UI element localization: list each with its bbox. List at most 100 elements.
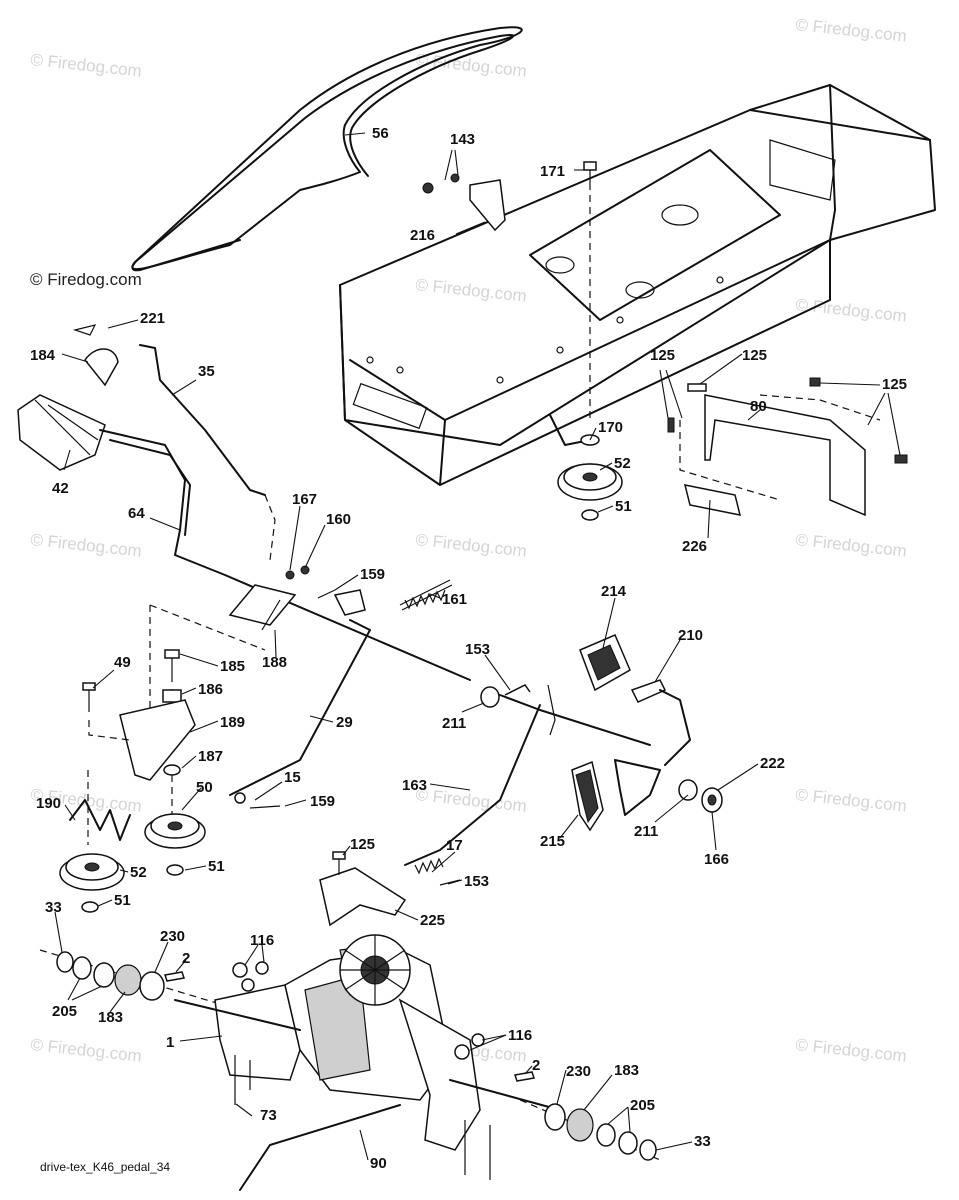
watermark-text: © Firedog.com xyxy=(795,295,908,326)
callout-label: 230 xyxy=(160,928,185,945)
callout-label: 160 xyxy=(326,511,351,528)
callout-label: 116 xyxy=(250,932,274,949)
rod-163 xyxy=(404,704,541,866)
watermark-text: © Firedog.com xyxy=(795,15,908,46)
watermark-layer: © Firedog.com © Firedog.com © Firedog.com ©… xyxy=(30,15,908,1066)
callout-label: 211 xyxy=(442,715,466,732)
watermark-text: © Firedog.com xyxy=(415,275,528,306)
callout-label: 33 xyxy=(694,1133,711,1150)
callout-label: 52 xyxy=(130,864,147,881)
callout-label: 116 xyxy=(508,1027,532,1044)
callout-label: 205 xyxy=(52,1003,77,1020)
callout-label: 166 xyxy=(704,851,729,868)
watermark-text: © Firedog.com xyxy=(415,785,528,816)
pedal-arm-210 xyxy=(614,679,691,816)
callout-label: 51 xyxy=(615,498,632,515)
tractor-frame xyxy=(339,84,936,486)
callout-label: 52 xyxy=(614,455,631,472)
callout-label: 190 xyxy=(36,795,61,812)
callout-label: 50 xyxy=(196,779,213,796)
callout-label: 183 xyxy=(614,1062,639,1079)
watermark-text: © Firedog.com xyxy=(30,1035,143,1066)
callout-label: 225 xyxy=(420,912,445,929)
callout-label: 153 xyxy=(465,641,490,658)
bracket-80 xyxy=(667,377,908,517)
watermark-text: © Firedog.com xyxy=(795,530,908,561)
callout-label: 221 xyxy=(140,310,165,327)
callout-label: 73 xyxy=(260,1107,277,1124)
callout-label: 226 xyxy=(682,538,707,555)
callout-label: 143 xyxy=(450,131,475,148)
idler-pulley-lower xyxy=(59,799,131,913)
cross-shaft xyxy=(480,684,651,746)
callout-label: 125 xyxy=(350,836,375,853)
callout-label: 51 xyxy=(208,858,225,875)
callout-label: 159 xyxy=(310,793,335,810)
callout-label: 1 xyxy=(166,1034,174,1051)
callout-label: 183 xyxy=(98,1009,123,1026)
bolt-171 xyxy=(583,161,597,420)
pedal-pad-215 xyxy=(571,760,604,832)
watermark-text: © Firedog.com xyxy=(415,530,528,561)
callout-label: 153 xyxy=(464,873,489,890)
callout-label: 125 xyxy=(882,376,907,393)
callout-label: 17 xyxy=(446,837,463,854)
callout-label: 215 xyxy=(540,833,565,850)
callout-label: 188 xyxy=(262,654,287,671)
watermark-text: © Firedog.com xyxy=(30,50,143,81)
drive-belt xyxy=(131,26,523,272)
left-axle-parts xyxy=(39,949,241,1011)
transaxle-1 xyxy=(174,934,561,1191)
callout-label: 15 xyxy=(284,769,301,786)
watermark-text: © Firedog.com xyxy=(415,50,528,81)
pedal-214 xyxy=(579,634,631,692)
callout-label: 184 xyxy=(30,347,56,364)
callout-label: 90 xyxy=(370,1155,387,1172)
grip-42 xyxy=(17,394,106,471)
callout-label: 214 xyxy=(601,583,627,600)
callout-label: 42 xyxy=(52,480,69,497)
link-rod-29 xyxy=(229,619,371,796)
copyright-notice: © Firedog.com xyxy=(30,270,142,289)
callout-label: 64 xyxy=(128,505,145,522)
callout-label: 210 xyxy=(678,627,703,644)
diagram-caption: drive-tex_K46_pedal_34 xyxy=(40,1160,170,1174)
bracket-216 xyxy=(422,173,506,232)
callout-label: 189 xyxy=(220,714,245,731)
callout-label: 80 xyxy=(750,398,767,415)
callout-label: 125 xyxy=(742,347,767,364)
watermark-text: © Firedog.com xyxy=(30,530,143,561)
callout-label: 49 xyxy=(114,654,131,671)
leader-lines xyxy=(54,132,901,1161)
callout-label: 170 xyxy=(598,419,623,436)
callout-label: 205 xyxy=(630,1097,655,1114)
callout-label: 222 xyxy=(760,755,785,772)
callout-label: 230 xyxy=(566,1063,591,1080)
watermark-text: © Firedog.com xyxy=(795,1035,908,1066)
callout-label: 29 xyxy=(336,714,353,731)
callout-label: 51 xyxy=(114,892,131,909)
rod-35 xyxy=(139,344,266,496)
callout-label: 167 xyxy=(292,491,317,508)
callout-label: 2 xyxy=(182,950,190,967)
callout-label: 187 xyxy=(198,748,223,765)
bracket-225 xyxy=(319,851,461,927)
callout-label: 2 xyxy=(532,1057,540,1074)
spring-161 xyxy=(317,579,453,616)
callout-label: 211 xyxy=(634,823,658,840)
callout-label: 171 xyxy=(540,163,565,180)
callout-label: 35 xyxy=(198,363,215,380)
callout-label: 161 xyxy=(442,591,467,608)
pulley-50 xyxy=(144,813,206,876)
cap-184 xyxy=(72,324,119,387)
callout-label: 125 xyxy=(650,347,675,364)
callout-label: 56 xyxy=(372,125,389,142)
idler-pulley-upper xyxy=(549,414,623,521)
callout-label: 185 xyxy=(220,658,245,675)
callout-label: 186 xyxy=(198,681,223,698)
callout-label: 163 xyxy=(402,777,427,794)
callout-label: 33 xyxy=(45,899,62,916)
callout-label: 216 xyxy=(410,227,435,244)
